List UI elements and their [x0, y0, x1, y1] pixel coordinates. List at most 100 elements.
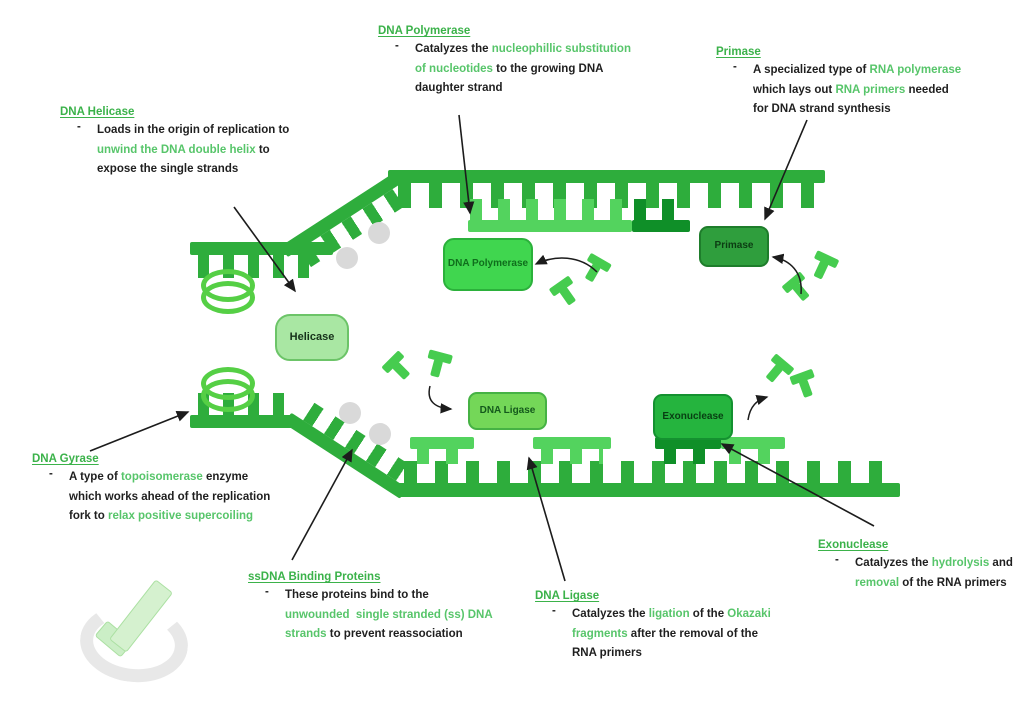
note-lines: Catalyzes the nucleophillic substitution…	[415, 40, 631, 99]
bullet-dash: -	[395, 40, 399, 52]
free-nucleotide-icon	[422, 349, 454, 381]
bottom-template-backbone-left	[190, 415, 294, 428]
note-line: RNA primers	[572, 647, 642, 659]
free-nucleotide-icon	[548, 275, 584, 311]
dna-gyrase-pointer-arrow	[89, 410, 190, 452]
nucleotide-stem	[813, 260, 829, 280]
note-dna-helicase: DNA Helicase - Loads in the origin of re…	[60, 106, 289, 180]
leading-daughter-backbone	[468, 220, 632, 232]
ssdna-binding-protein-circle	[369, 423, 391, 445]
note-body: - A type of topoisomerase enzyme which w…	[32, 468, 270, 527]
note-title-ssdna-binding-proteins: ssDNA Binding Proteins	[248, 571, 381, 583]
ssdna-binding-protein-circle	[336, 247, 358, 269]
note-line: unwounded single stranded (ss) DNA	[285, 608, 493, 621]
note-line: daughter strand	[415, 82, 503, 94]
leading-rna-primer-backbone	[632, 220, 690, 232]
okazaki-fragment-3-teeth	[729, 449, 779, 464]
coil-ring	[201, 379, 255, 412]
helicase-box: Helicase	[275, 314, 349, 361]
okazaki-fragment-2-backbone	[533, 437, 611, 449]
note-body: - Catalyzes the hydrolysis and removal o…	[818, 554, 1013, 593]
primase-box: Primase	[699, 226, 769, 267]
nucleotide-stem	[765, 363, 784, 383]
note-title-primase: Primase	[716, 46, 761, 58]
note-body: - Catalyzes the nucleophillic substituti…	[378, 40, 631, 99]
note-ssdna-binding-proteins: ssDNA Binding Proteins - These proteins …	[248, 571, 493, 645]
note-title-exonuclease: Exonuclease	[818, 539, 889, 551]
dna-ligase-box-label: DNA Ligase	[479, 404, 536, 416]
note-line: which works ahead of the replication	[69, 490, 271, 503]
bullet-dash: -	[265, 586, 269, 598]
note-body: - Catalyzes the ligation of the Okazaki …	[535, 605, 771, 664]
note-line: expose the single strands	[97, 163, 239, 175]
note-line: Catalyzes the ligation of the Okazaki	[572, 608, 771, 620]
note-line: Loads in the origin of replication to	[97, 124, 290, 136]
top-template-backbone-top	[388, 170, 825, 183]
nucleotide-stem	[391, 361, 411, 381]
note-primase: Primase - A specialized type of RNA poly…	[716, 46, 961, 120]
note-line: Catalyzes the hydrolysis and	[855, 557, 1013, 569]
primase-box-label: Primase	[714, 240, 754, 252]
exonuclease-removal-curved-arrow	[747, 394, 769, 421]
note-title-dna-ligase: DNA Ligase	[535, 590, 600, 602]
note-line: These proteins bind to the	[285, 589, 429, 601]
free-nucleotide-icon	[577, 252, 613, 288]
note-line: fragments after the removal of the	[572, 627, 758, 640]
nucleotide-stem	[584, 263, 601, 283]
note-line: which lays out RNA primers needed	[753, 83, 949, 96]
note-lines: These proteins bind to the unwounded sin…	[285, 586, 493, 645]
note-lines: A specialized type of RNA polymerase whi…	[753, 61, 961, 120]
note-line: fork to relax positive supercoiling	[69, 510, 254, 522]
note-line: unwind the DNA double helix to	[97, 143, 270, 156]
leading-primer-teeth	[634, 199, 680, 220]
coil-ring	[201, 281, 255, 314]
note-line: removal of the RNA primers	[855, 576, 1007, 589]
nucleotide-stem	[430, 358, 444, 378]
note-line: of nucleotides to the growing DNA	[415, 62, 604, 75]
dna-polymerase-box: DNA Polymerase	[443, 238, 533, 291]
note-lines: Catalyzes the ligation of the Okazaki fr…	[572, 605, 771, 664]
note-body: - A specialized type of RNA polymerase w…	[716, 61, 961, 120]
okazaki-fragment-1-teeth	[417, 449, 467, 464]
okazaki-fragment-1-backbone	[410, 437, 474, 449]
bullet-dash: -	[552, 605, 556, 617]
bullet-dash: -	[733, 61, 737, 73]
okazaki-fragment-3-backbone	[721, 437, 785, 449]
leading-daughter-teeth	[470, 199, 628, 220]
note-lines: A type of topoisomerase enzyme which wor…	[69, 468, 270, 527]
note-line: strands to prevent reassociation	[285, 628, 463, 640]
note-lines: Catalyzes the hydrolysis and removal of …	[855, 554, 1013, 593]
bullet-dash: -	[49, 468, 53, 480]
exonuclease-box-label: Exonuclease	[662, 410, 724, 422]
okazaki-fragment-3-rna-primer-backbone	[655, 437, 721, 449]
note-body: - Loads in the origin of replication to …	[60, 121, 289, 180]
nucleotide-stem	[798, 378, 813, 398]
ssdna-binding-protein-circle	[339, 402, 361, 424]
helicase-box-label: Helicase	[289, 330, 335, 343]
note-body: - These proteins bind to the unwounded s…	[248, 586, 493, 645]
nucleotide-stem	[791, 282, 810, 302]
note-line: for DNA strand synthesis	[753, 103, 891, 115]
free-nucleotide-icon	[788, 368, 821, 401]
free-nucleotide-icon	[381, 350, 418, 387]
bullet-dash: -	[835, 554, 839, 566]
bottom-template-backbone	[397, 483, 900, 497]
nucleotide-to-ligase-curved-arrow	[428, 385, 453, 414]
note-title-dna-polymerase: DNA Polymerase	[378, 25, 471, 37]
note-dna-gyrase: DNA Gyrase - A type of topoisomerase enz…	[32, 453, 270, 527]
note-line: A specialized type of RNA polymerase	[753, 64, 962, 76]
okazaki-fragment-2-teeth	[541, 449, 603, 464]
bottom-template-teeth	[404, 461, 882, 483]
note-exonuclease: Exonuclease - Catalyzes the hydrolysis a…	[818, 539, 1013, 593]
note-title-dna-gyrase: DNA Gyrase	[32, 453, 99, 465]
ssdna-binding-protein-circle	[368, 222, 390, 244]
note-dna-ligase: DNA Ligase - Catalyzes the ligation of t…	[535, 590, 771, 664]
okazaki-fragment-3-rna-primer-teeth	[664, 449, 714, 464]
nucleotide-stem	[559, 286, 577, 306]
dna-ligase-box: DNA Ligase	[468, 392, 547, 430]
watermark-logo	[72, 578, 197, 688]
exonuclease-box: Exonuclease	[653, 394, 733, 440]
free-nucleotide-icon	[806, 250, 841, 285]
note-line: A type of topoisomerase enzyme	[69, 471, 249, 483]
